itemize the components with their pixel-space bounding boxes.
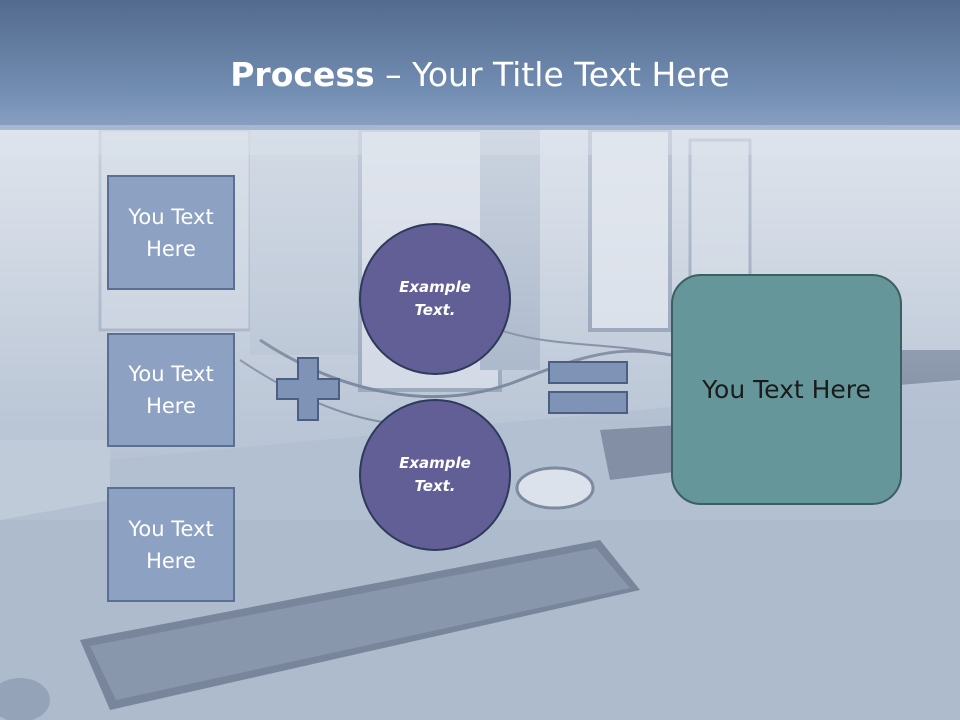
input-box-3[interactable]: You Text Here xyxy=(107,487,235,602)
input-box-2[interactable]: You Text Here xyxy=(107,333,235,447)
example-circle-2[interactable]: Example Text. xyxy=(359,399,511,551)
result-box-label: You Text Here xyxy=(702,375,871,404)
input-box-2-label: You Text Here xyxy=(128,362,214,418)
equals-icon xyxy=(548,361,628,414)
input-box-3-label: You Text Here xyxy=(128,516,214,573)
example-circle-1-label: Example Text. xyxy=(399,278,471,319)
page-title: Process – Your Title Text Here xyxy=(0,52,960,98)
plus-icon xyxy=(276,357,340,421)
title-bold: Process xyxy=(230,55,375,94)
result-box[interactable]: You Text Here xyxy=(671,274,902,505)
example-circle-2-label: Example Text. xyxy=(399,454,471,495)
title-rest: – Your Title Text Here xyxy=(374,55,730,94)
input-box-1-label: You Text Here xyxy=(128,204,214,261)
input-box-1[interactable]: You Text Here xyxy=(107,175,235,290)
example-circle-1[interactable]: Example Text. xyxy=(359,223,511,375)
